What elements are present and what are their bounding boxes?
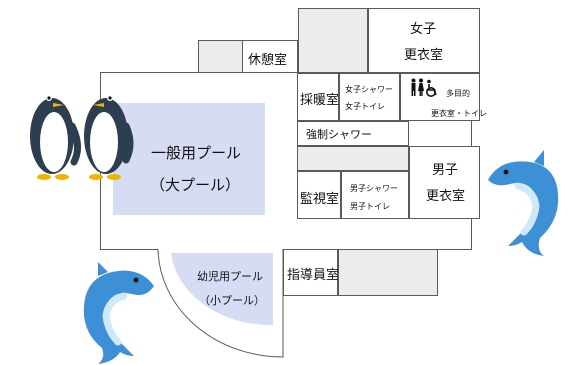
womens-shower-toilet [339,73,400,121]
mens-toilet-label: 男子トイレ [350,202,390,211]
penguin-left [30,95,81,180]
forced-shower-label: 強制シャワー [306,128,372,141]
main-pool-label-1: 一般用プール [151,144,242,162]
womens-toilet-label: 女子トイレ [345,102,385,111]
kids-pool-area [157,249,284,358]
penguin-right [84,95,134,180]
womens-locker-room [368,8,480,73]
man-icon [411,78,416,96]
main-pool [113,103,265,215]
mens-locker-label-2: 更衣室 [426,189,466,204]
wheelchair-accessible-icon [411,78,437,97]
forced-shower-area [297,121,409,146]
mens-locker-room [409,146,480,219]
mens-shower-label: 男子シャワー [350,184,398,193]
womens-locker-label-1: 女子 [410,22,437,37]
multipurpose-sub-label: 更衣室・トイレ [431,109,487,118]
utility-room [297,146,409,171]
monitor-room-label: 監視室 [300,192,340,207]
mens-locker-label-1: 男子 [432,163,459,178]
penguin-pair-icon [30,95,134,180]
woman-icon [418,78,424,96]
rest-room [242,40,298,73]
dolphin-icon [488,150,559,256]
storage-room-bottom [338,249,438,296]
instructor-room [283,249,338,296]
kids-pool-label-2: （小プール） [199,294,265,307]
first-aid-room-label: 採暖室 [300,93,340,108]
kids-pool-label-1: 幼児用プール [197,270,263,283]
multipurpose-label: 多目的 [446,89,470,98]
mens-shower-toilet [341,171,409,219]
monitor-room [297,171,341,219]
womens-locker-label-2: 更衣室 [404,48,444,63]
main-pool-label-2: （大プール） [150,176,241,194]
storage-room-right [298,8,368,73]
instructor-room-label: 指導員室 [287,268,340,283]
rest-room-label: 休憩室 [248,53,288,68]
dolphin-icon [83,262,154,364]
storage-room-left [198,40,243,73]
first-aid-room [297,73,339,121]
womens-shower-label: 女子シャワー [345,85,393,94]
